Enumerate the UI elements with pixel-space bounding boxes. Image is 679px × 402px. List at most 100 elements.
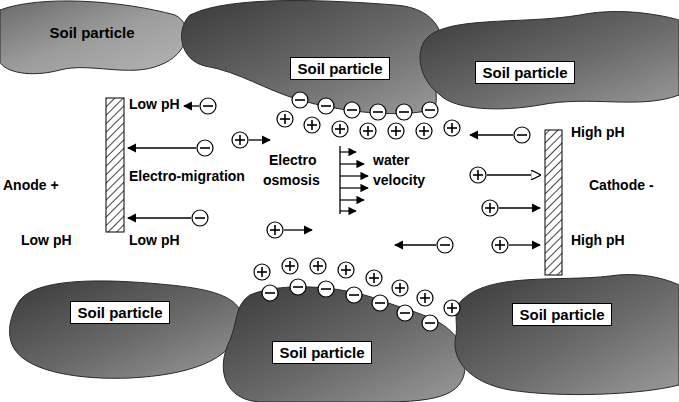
cation-symbol: [310, 258, 326, 274]
cation-symbol: [304, 117, 320, 133]
velocity-arrow: [340, 187, 368, 188]
anion-symbol: [192, 210, 208, 226]
cation-symbol: [388, 123, 404, 139]
particle-label: Soil particle: [272, 341, 371, 364]
anion-symbol: [318, 98, 334, 114]
cation-symbol: [338, 262, 354, 278]
label-holder: Soil particle: [272, 341, 371, 364]
soil-particle: Soil particle: [175, 0, 450, 125]
ph-label: Low pH: [20, 232, 73, 248]
ph-label: Low pH: [128, 96, 181, 112]
label-holder: Low pH: [128, 96, 181, 112]
cation-symbol: [277, 111, 293, 127]
particle-label: Soil particle: [47, 23, 136, 42]
anion-symbol: [290, 279, 306, 295]
motion-arrow: [128, 147, 196, 148]
motion-arrow: [470, 134, 513, 135]
anion-symbol: [514, 127, 530, 143]
cation-symbol: [267, 222, 283, 238]
cation-symbol: [232, 132, 248, 148]
anion-symbol: [318, 281, 334, 297]
anode-electrode: [106, 98, 124, 232]
cation-symbol: [392, 280, 408, 296]
cation-symbol: [470, 167, 486, 183]
velocity-arrow: [340, 199, 364, 200]
motion-arrow: [128, 217, 191, 218]
cation-symbol: [366, 270, 382, 286]
velocity-arrow: [340, 151, 356, 152]
motion-arrow: [499, 207, 540, 208]
particle-label: Soil particle: [475, 61, 574, 84]
particle-shape: [420, 12, 679, 109]
anion-symbol: [372, 295, 388, 311]
cation-symbol: [492, 237, 508, 253]
process-label: osmosis: [262, 172, 321, 188]
particle-outline: [445, 268, 679, 398]
cation-symbol: [417, 290, 433, 306]
particle-label: Soil particle: [512, 303, 611, 326]
label-holder: Soil particle: [70, 301, 169, 324]
electrode-label: Cathode -: [588, 177, 655, 193]
label-holder: Low pH: [20, 232, 73, 248]
cation-symbol: [360, 123, 376, 139]
anion-symbol: [200, 98, 216, 114]
anion-symbol: [397, 305, 413, 321]
particle-shape: [223, 287, 465, 402]
soil-particle: Soil particle: [415, 5, 679, 115]
particle-label: Soil particle: [290, 57, 389, 80]
particle-shape: [455, 275, 679, 395]
process-label: velocity: [372, 172, 426, 188]
ph-label: High pH: [570, 232, 626, 248]
ph-label: High pH: [570, 124, 626, 140]
label-holder: Soil particle: [47, 23, 136, 42]
velocity-arrow: [340, 175, 368, 176]
anion-symbol: [346, 287, 362, 303]
cation-symbol: [444, 120, 460, 136]
anion-symbol: [437, 237, 453, 253]
particle-outline: [0, 0, 195, 82]
process-label: Electro: [268, 152, 317, 168]
label-holder: Electro: [268, 152, 317, 168]
velocity-profile: [340, 146, 368, 214]
cation-symbol: [482, 200, 498, 216]
label-holder: velocity: [372, 172, 426, 188]
process-label: water: [372, 152, 411, 168]
anion-symbol: [344, 102, 360, 118]
cathode-electrode: [545, 130, 562, 275]
label-holder: Soil particle: [512, 303, 611, 326]
label-holder: Soil particle: [290, 57, 389, 80]
particle-outline: [5, 275, 255, 383]
anion-symbol: [396, 104, 412, 120]
anion-symbol: [422, 102, 438, 118]
motion-arrow: [249, 139, 270, 140]
motion-arrow: [487, 174, 540, 175]
label-holder: Cathode -: [588, 177, 655, 193]
profile-axis: [339, 146, 340, 214]
motion-arrow: [509, 244, 540, 245]
cation-symbol: [254, 264, 270, 280]
cation-symbol: [416, 123, 432, 139]
soil-particle: Soil particle: [215, 280, 470, 402]
label-holder: High pH: [570, 124, 626, 140]
electrode-label: Anode +: [2, 177, 60, 193]
soil-particle: Soil particle: [5, 275, 255, 383]
anion-symbol: [262, 285, 278, 301]
cation-symbol: [444, 300, 460, 316]
motion-arrow: [284, 229, 312, 230]
ph-label: Low pH: [128, 232, 181, 248]
anion-symbol: [292, 92, 308, 108]
velocity-arrow: [340, 210, 356, 211]
soil-particle: Soil particle: [0, 0, 195, 82]
particle-label: Soil particle: [70, 301, 169, 324]
process-label: Electro-migration: [128, 168, 246, 184]
label-holder: Electro-migration: [128, 168, 246, 184]
label-holder: Anode +: [2, 177, 60, 193]
particle-shape: [10, 281, 242, 378]
anion-symbol: [197, 140, 213, 156]
label-holder: High pH: [570, 232, 626, 248]
cation-symbol: [332, 121, 348, 137]
label-holder: water: [372, 152, 411, 168]
soil-particle: Soil particle: [445, 268, 679, 398]
label-holder: osmosis: [262, 172, 321, 188]
motion-arrow: [395, 244, 436, 245]
